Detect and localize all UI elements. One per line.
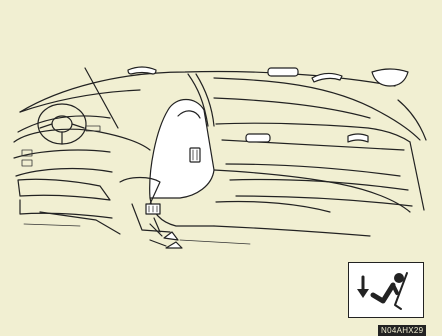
airflow-mode-panel [348, 262, 424, 318]
figure-code: N04AHX29 [378, 325, 426, 336]
foot-airflow-icon [349, 263, 425, 319]
